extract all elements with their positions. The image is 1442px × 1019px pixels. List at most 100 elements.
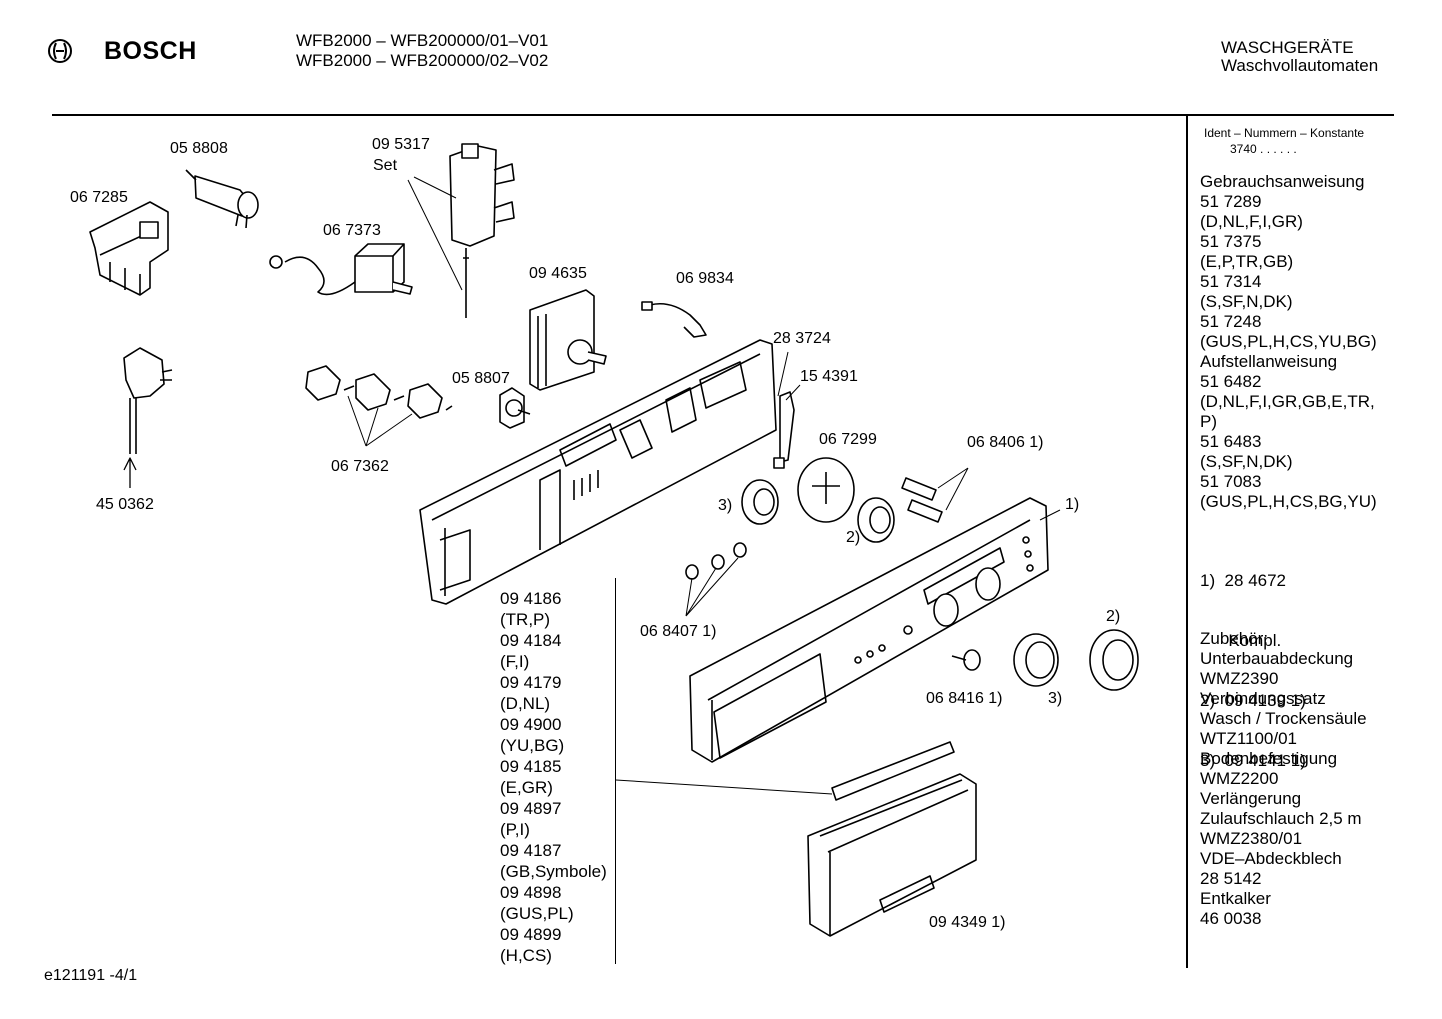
list-item: 51 7314 (1200, 272, 1262, 291)
accessories-list: Zubehör: Unterbauabdeckung WMZ2390 Verbi… (1200, 629, 1367, 929)
panel-frame-part (419, 339, 777, 605)
part-label-095317: 09 5317 (372, 136, 430, 153)
knob-part-2b (1089, 629, 1139, 691)
programmer-part-094635 (529, 289, 607, 391)
list-item: Unterbauabdeckung (1200, 649, 1354, 668)
list-item: (GUS,PL,H,CS,BG,YU) (1200, 492, 1377, 511)
drawing-id: e121191 -4/1 (44, 967, 138, 984)
capacitor-part-058808 (185, 169, 259, 229)
push-buttons-part-068407 (685, 542, 747, 580)
part-label-067299: 06 7299 (819, 431, 877, 448)
part-ref-2a: 2) (846, 529, 861, 546)
list-item: 3) 09 4141 1) (1200, 751, 1306, 770)
sensor-part-069834 (641, 301, 707, 338)
list-item: (GB,Symbole) (500, 862, 607, 881)
list-item: WTZ1100/01 (1200, 729, 1298, 748)
list-item: (P,I) (500, 820, 530, 839)
part-label-set: Set (373, 157, 398, 174)
footnote-list: 1) 28 4672 Kompl. 2) 09 4139 1) 3) 09 41… (1200, 531, 1306, 791)
ident-block: Ident – Nummern – Konstante 3740 . . . .… (1204, 125, 1364, 157)
part-label-068416: 06 8416 1) (926, 690, 1003, 707)
variant-list: 09 4186 (TR,P) 09 4184 (F,I) 09 4179 (D,… (500, 588, 607, 966)
exploded-parts-diagram (89, 143, 1139, 937)
list-item: (F,I) (500, 652, 530, 671)
list-item: P) (1200, 412, 1217, 431)
list-item: (YU,BG) (500, 736, 565, 755)
part-ref-3b: 3) (1048, 690, 1063, 707)
list-item: Wasch / Trockensäule (1200, 709, 1367, 728)
list-item: 09 4184 (500, 631, 562, 650)
model-line-2: WFB2000 – WFB200000/02–V02 (296, 51, 549, 70)
list-item: 28 5142 (1200, 869, 1262, 888)
list-item: WMZ2390 (1200, 669, 1279, 688)
part-ref-3a: 3) (718, 497, 733, 514)
part-label-450362: 45 0362 (96, 496, 154, 513)
indicator-lamps-part-068406 (901, 477, 943, 523)
list-item: (D,NL,F,I,GR) (1200, 212, 1303, 231)
list-item: 09 4185 (500, 757, 562, 776)
list-item: 51 7083 (1200, 472, 1262, 491)
list-item: Aufstellanweisung (1200, 352, 1338, 371)
part-label-094349: 09 4349 1) (929, 914, 1006, 931)
list-item: 09 4900 (500, 715, 562, 734)
list-item: Kompl. (1200, 631, 1282, 650)
list-item: 09 4899 (500, 925, 562, 944)
list-item: (E,P,TR,GB) (1200, 252, 1294, 271)
part-label-067285: 06 7285 (70, 189, 128, 206)
list-item: 51 7375 (1200, 232, 1262, 251)
part-label-067373: 06 7373 (323, 222, 381, 239)
part-label-094635: 09 4635 (529, 265, 587, 282)
list-item: (TR,P) (500, 610, 551, 629)
push-switches-part-067362 (305, 365, 453, 419)
potentiometer-part-058807 (499, 387, 531, 429)
ident-title: Ident – Nummern – Konstante (1204, 126, 1365, 140)
part-label-058807: 05 8807 (452, 370, 510, 387)
dial-disc-part-067299 (797, 457, 855, 523)
header-divider (52, 114, 1394, 116)
part-label-067362: 06 7362 (331, 458, 389, 475)
knob-part-3b (1013, 633, 1059, 687)
part-label-058808: 05 8808 (170, 140, 228, 157)
power-plug-part-450362 (123, 347, 173, 454)
list-item: 51 6482 (1200, 372, 1262, 391)
thermostat-part-067373 (269, 243, 413, 296)
ident-value: 3740 . . . . . . (1230, 142, 1297, 156)
list-item: (S,SF,N,DK) (1200, 292, 1293, 311)
holder-part-283724 (773, 391, 795, 469)
list-item: 46 0038 (1200, 909, 1262, 928)
sidebar-divider (1186, 116, 1188, 968)
list-item: Verbindungssatz (1200, 689, 1326, 708)
part-ref-1: 1) (1065, 496, 1080, 513)
list-item: Gebrauchsanweisung (1200, 172, 1365, 191)
list-item: 51 7248 (1200, 312, 1262, 331)
brand-name: BOSCH (104, 37, 197, 65)
list-item: WMZ2380/01 (1200, 829, 1303, 848)
list-item: WMZ2200 (1200, 769, 1279, 788)
list-item: Bodenbefestigung (1200, 749, 1338, 768)
variants-divider (615, 578, 616, 964)
list-item: (E,GR) (500, 778, 553, 797)
list-item: (H,CS) (500, 946, 552, 965)
list-item: 09 4186 (500, 589, 562, 608)
part-label-154391: 15 4391 (800, 368, 858, 385)
drawer-part-094349 (807, 773, 977, 937)
label-strip-part (831, 741, 955, 801)
front-fascia-part (689, 497, 1049, 763)
list-item: Zulaufschlauch 2,5 m (1200, 809, 1362, 828)
list-item: 09 4897 (500, 799, 562, 818)
list-item: (D,NL) (500, 694, 551, 713)
list-item: 09 4179 (500, 673, 562, 692)
knob-left-part (741, 479, 779, 525)
part-label-068406: 06 8406 1) (967, 434, 1044, 451)
documentation-list: Gebrauchsanweisung 51 7289 (D,NL,F,I,GR)… (1200, 172, 1377, 512)
list-item: (S,SF,N,DK) (1200, 452, 1293, 471)
bosch-logo-icon (47, 38, 73, 69)
part-label-283724: 28 3724 (773, 330, 831, 347)
list-item: 09 4898 (500, 883, 562, 902)
list-item: (D,NL,F,I,GR,GB,E,TR, (1200, 392, 1375, 411)
list-item: 09 4187 (500, 841, 562, 860)
list-item: VDE–Abdeckblech (1200, 849, 1342, 868)
list-item: Entkalker (1200, 889, 1271, 908)
part-label-068407: 06 8407 1) (640, 623, 717, 640)
small-knob-part-068416 (951, 649, 981, 671)
